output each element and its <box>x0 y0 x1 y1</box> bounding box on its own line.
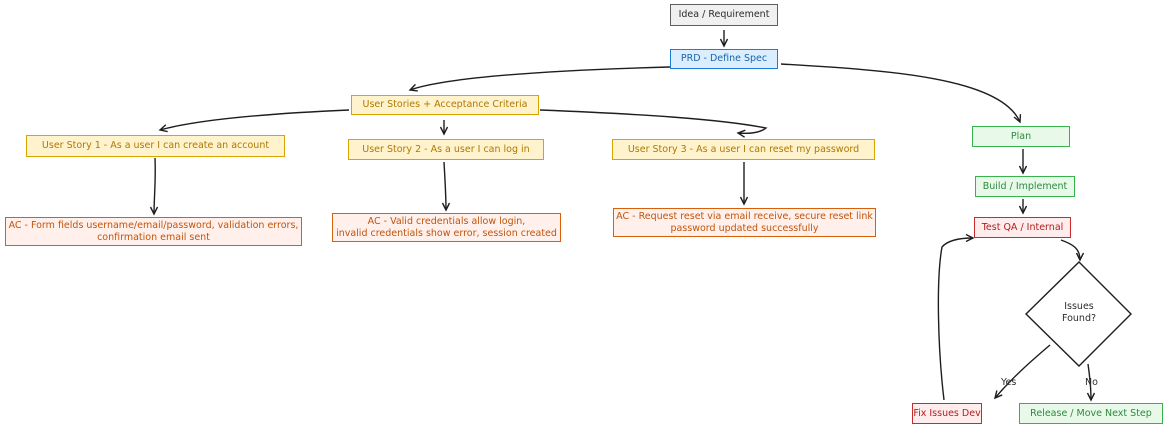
arrow-prd-to-plan <box>780 63 1022 124</box>
edge-label-yes: Yes <box>1001 377 1017 388</box>
arrow-fix-to-test <box>937 233 975 401</box>
decision-label: Issues Found? <box>1054 301 1104 325</box>
user-story-2-node: User Story 2 - As a user I can log in <box>348 139 544 160</box>
arrow-stories-to-story1 <box>158 109 350 133</box>
plan-node: Plan <box>972 126 1070 147</box>
acceptance-criteria-2-line-2: invalid credentials show error, session … <box>336 227 557 239</box>
user-story-1-label: User Story 1 - As a user I can create an… <box>41 140 270 151</box>
acceptance-criteria-1-node: AC - Form fields username/email/password… <box>5 217 302 246</box>
acceptance-criteria-2-node: AC - Valid credentials allow login, inva… <box>332 213 561 242</box>
user-story-3-node: User Story 3 - As a user I can reset my … <box>612 139 875 160</box>
decision-label-line-2: Found? <box>1061 313 1097 324</box>
acceptance-criteria-3-line-2: password updated successfully <box>670 222 819 234</box>
user-stories-node: User Stories + Acceptance Criteria <box>351 95 539 115</box>
decision-diamond <box>1025 261 1132 367</box>
acceptance-criteria-1-line-1: AC - Form fields username/email/password… <box>8 219 299 231</box>
user-story-2-label: User Story 2 - As a user I can log in <box>362 143 530 155</box>
test-qa-node: Test QA / Internal <box>974 217 1071 238</box>
user-story-1-node: User Story 1 - As a user I can create an… <box>26 135 285 157</box>
edge-label-no: No <box>1085 377 1098 388</box>
user-stories-label: User Stories + Acceptance Criteria <box>362 99 528 110</box>
build-implement-label: Build / Implement <box>982 180 1068 192</box>
idea-requirement-label: Idea / Requirement <box>678 9 770 20</box>
prd-define-spec-node: PRD - Define Spec <box>670 49 778 69</box>
prd-define-spec-label: PRD - Define Spec <box>680 53 768 64</box>
idea-requirement-node: Idea / Requirement <box>670 4 778 26</box>
acceptance-criteria-2-line-1: AC - Valid credentials allow login, <box>367 215 526 227</box>
fix-issues-dev-node: Fix Issues Dev <box>912 403 982 424</box>
arrow-story1-to-ac1 <box>149 157 159 216</box>
arrow-story2-to-ac2 <box>441 161 451 212</box>
plan-label: Plan <box>1010 130 1032 142</box>
acceptance-criteria-1-line-2: confirmation email sent <box>97 231 210 243</box>
fix-issues-dev-label: Fix Issues Dev <box>913 407 981 419</box>
user-story-3-label: User Story 3 - As a user I can reset my … <box>627 143 860 155</box>
arrow-stories-to-story3 <box>539 109 768 138</box>
arrow-decision-to-fix <box>993 344 1051 400</box>
decision-label-line-1: Issues <box>1064 301 1094 312</box>
release-next-step-label: Release / Move Next Step <box>1030 407 1152 419</box>
release-next-step-node: Release / Move Next Step <box>1019 403 1163 424</box>
arrow-prd-to-stories <box>408 66 671 92</box>
arrow-decision-to-release <box>1086 363 1096 402</box>
test-qa-label: Test QA / Internal <box>981 221 1064 233</box>
arrow-test-to-decision <box>1060 239 1085 262</box>
acceptance-criteria-3-node: AC - Request reset via email receive, se… <box>613 208 876 237</box>
build-implement-node: Build / Implement <box>975 176 1075 197</box>
acceptance-criteria-3-line-1: AC - Request reset via email receive, se… <box>616 210 873 222</box>
